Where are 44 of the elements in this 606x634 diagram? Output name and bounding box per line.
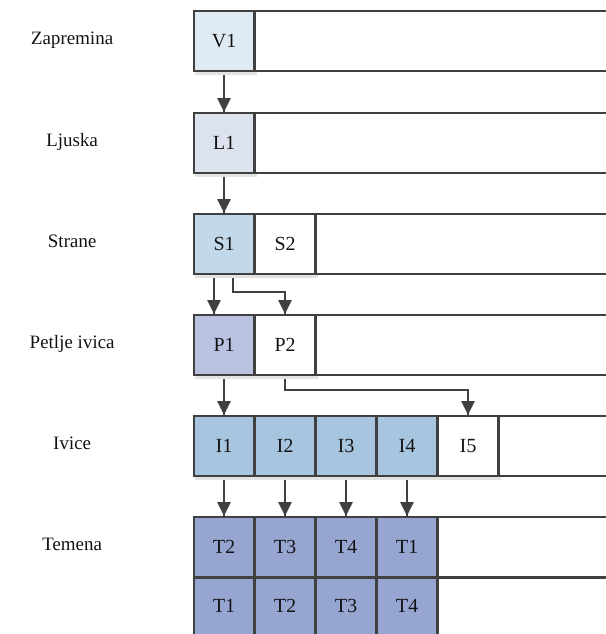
cell-label: T1 bbox=[396, 536, 418, 558]
cell-label: P2 bbox=[274, 334, 296, 356]
cell-label: I3 bbox=[338, 434, 354, 458]
cell-label: T3 bbox=[274, 536, 296, 558]
cell-label: I4 bbox=[398, 434, 416, 458]
cell-label: T1 bbox=[212, 595, 236, 618]
row-label: Zapremina bbox=[30, 28, 114, 50]
cell-label: T3 bbox=[334, 595, 358, 618]
cell-label: L1 bbox=[212, 132, 236, 154]
cell-label: V1 bbox=[212, 30, 236, 52]
row-label: Petlje ivica bbox=[28, 332, 116, 354]
cell bbox=[193, 577, 255, 634]
cell-label: T2 bbox=[212, 536, 236, 558]
cell bbox=[254, 415, 316, 477]
row-label: Ljuska bbox=[45, 130, 99, 152]
cell bbox=[254, 577, 316, 634]
cell-label: T4 bbox=[396, 595, 418, 618]
row-label: Strane bbox=[46, 231, 98, 253]
cell-label: T2 bbox=[274, 595, 296, 618]
cell bbox=[193, 516, 255, 578]
cell bbox=[376, 577, 438, 634]
cell bbox=[193, 415, 255, 477]
cell bbox=[315, 516, 377, 578]
cell bbox=[193, 213, 255, 275]
cell-label: I1 bbox=[216, 434, 232, 458]
cell bbox=[376, 415, 438, 477]
cell bbox=[315, 577, 377, 634]
cell-label: I2 bbox=[276, 434, 294, 458]
cell-label: I5 bbox=[460, 434, 476, 458]
cell bbox=[437, 415, 499, 477]
cell bbox=[254, 213, 316, 275]
cell bbox=[254, 516, 316, 578]
cell-label: S2 bbox=[274, 232, 296, 256]
cell bbox=[315, 415, 377, 477]
cell bbox=[193, 112, 255, 174]
cell bbox=[193, 314, 255, 376]
cell bbox=[254, 314, 316, 376]
cell bbox=[376, 516, 438, 578]
cell-label: P1 bbox=[213, 334, 235, 356]
cell-label: T4 bbox=[334, 536, 358, 558]
cell bbox=[193, 10, 255, 72]
cell-label: S1 bbox=[213, 232, 235, 256]
row-label: Temena bbox=[41, 534, 103, 556]
row-label: Ivice bbox=[52, 433, 92, 455]
